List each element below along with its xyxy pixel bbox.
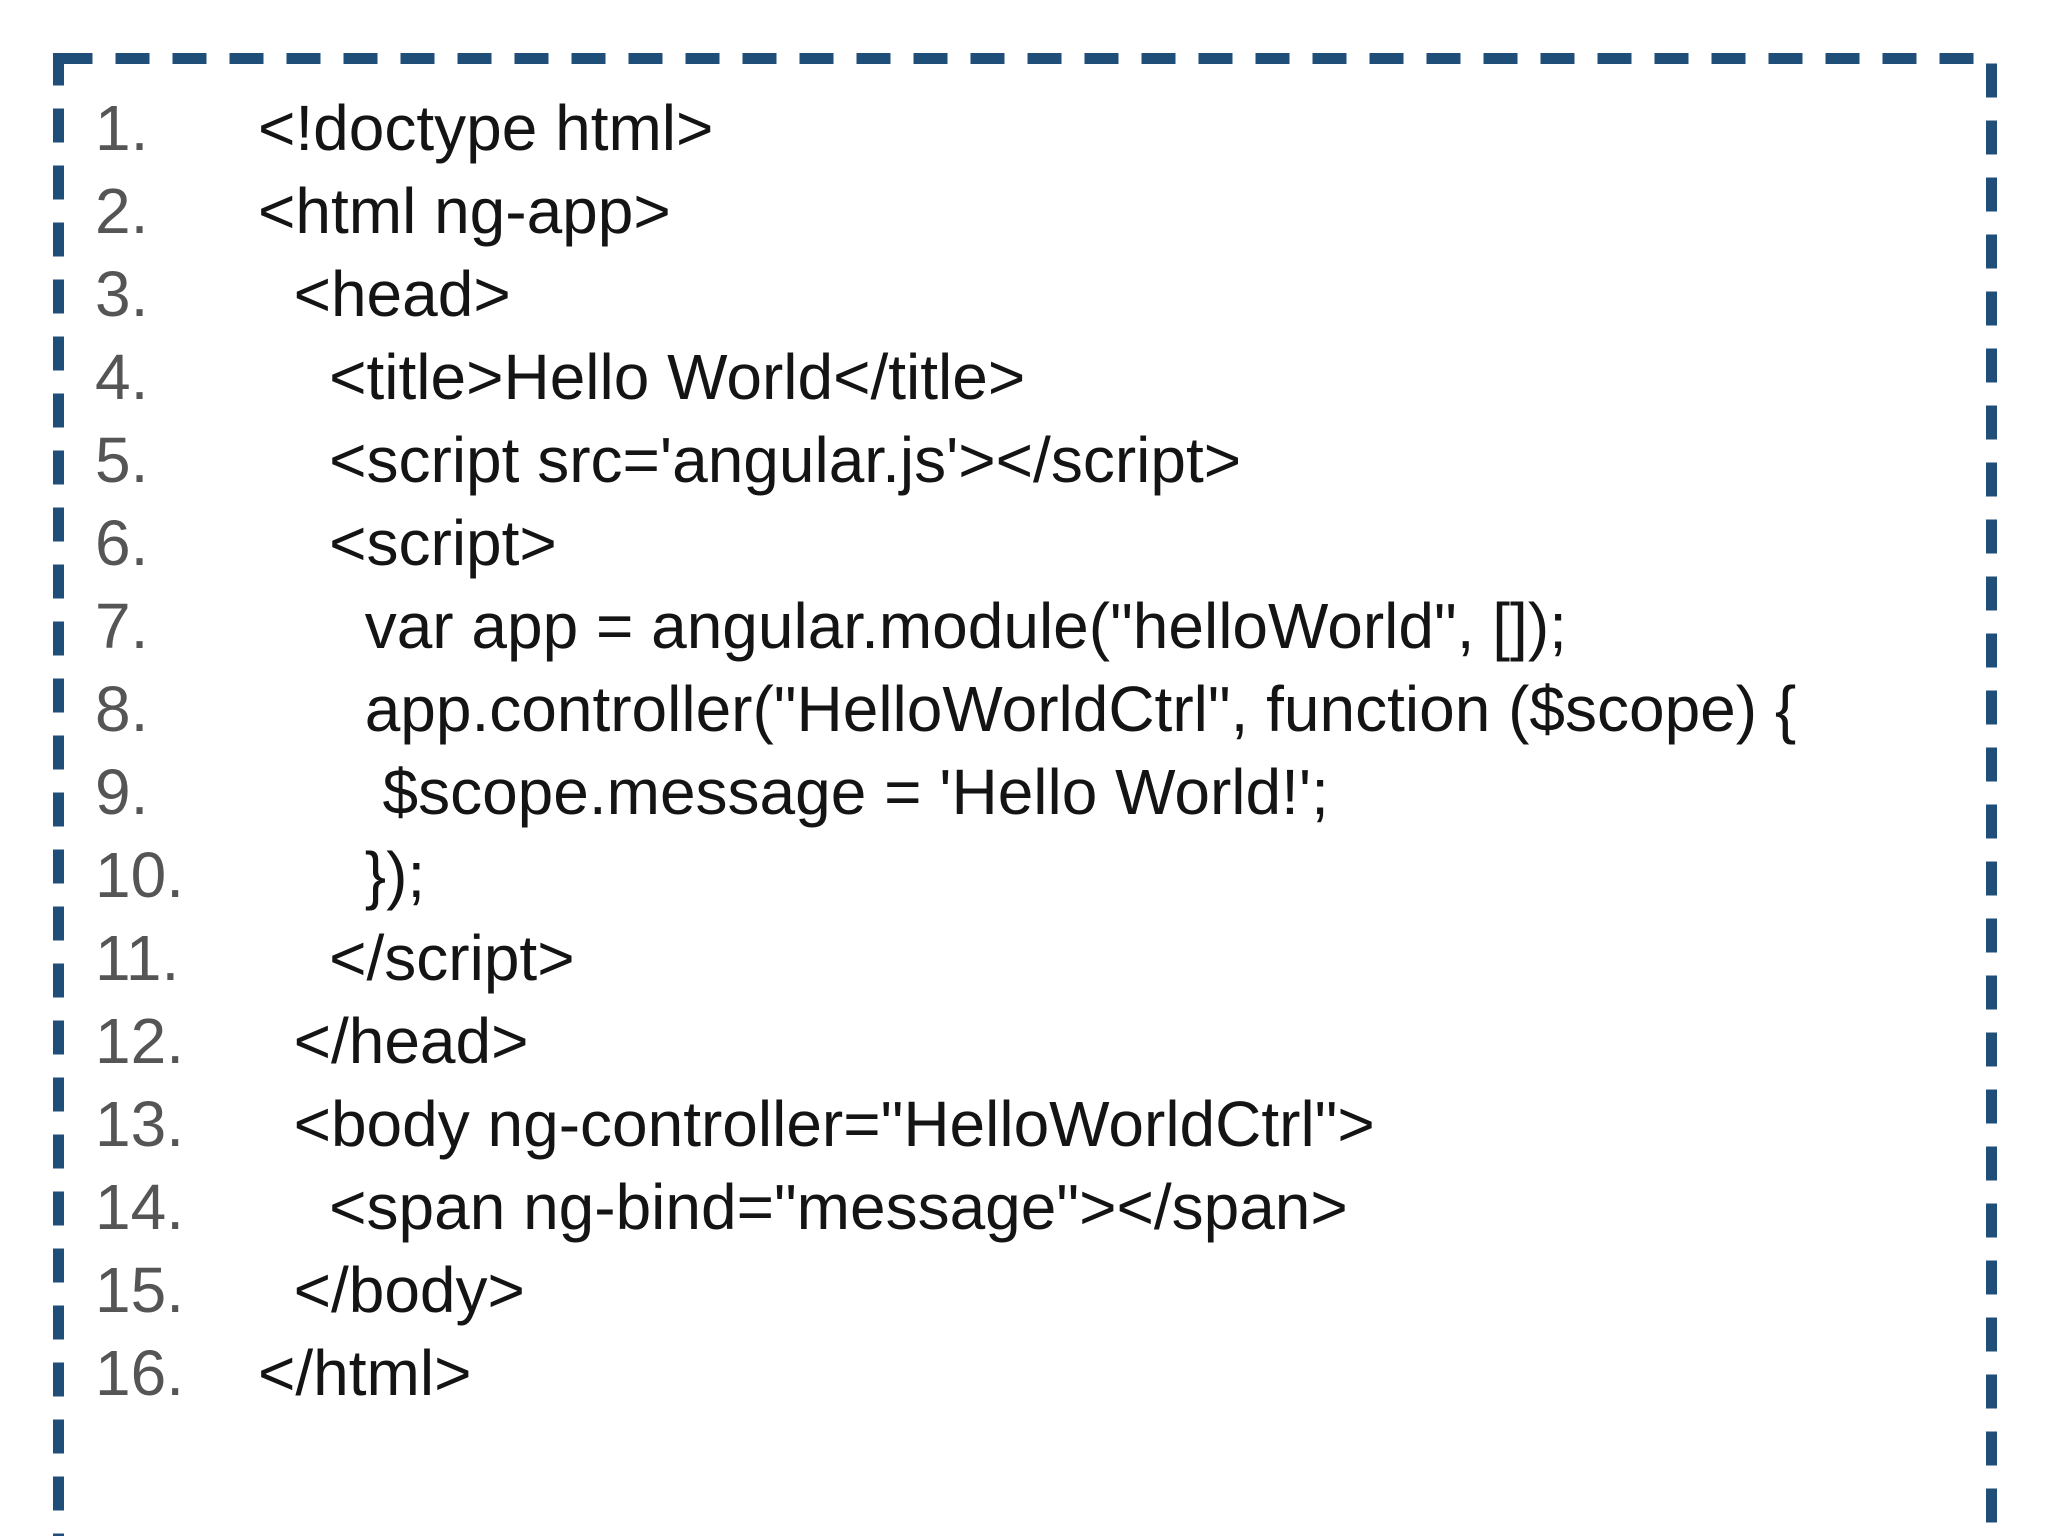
code-text: <script src='angular.js'></script> — [258, 424, 1242, 496]
code-text: </head> — [258, 1005, 529, 1077]
line-number: 11. — [95, 922, 180, 994]
code-line: 15. </body> — [0, 1249, 2048, 1332]
code-text: app.controller("HelloWorldCtrl", functio… — [258, 673, 1797, 745]
line-number: 9. — [95, 756, 149, 828]
code-text: </html> — [258, 1337, 472, 1409]
code-listing: 1. <!doctype html> 2. <html ng-app> 3. <he… — [0, 87, 2048, 1415]
line-number: 4. — [95, 341, 149, 413]
line-number: 3. — [95, 258, 149, 330]
code-line: 3. <head> — [0, 253, 2048, 336]
line-number: 15. — [95, 1254, 184, 1326]
code-text: <head> — [258, 258, 511, 330]
code-text: </script> — [258, 922, 575, 994]
code-line: 14. <span ng-bind="message"></span> — [0, 1166, 2048, 1249]
line-number: 10. — [95, 839, 184, 911]
code-text: <html ng-app> — [258, 175, 671, 247]
code-line: 10. }); — [0, 834, 2048, 917]
line-number: 1. — [95, 92, 149, 164]
code-text: <span ng-bind="message"></span> — [258, 1171, 1348, 1243]
code-text: $scope.message = 'Hello World!'; — [258, 756, 1329, 828]
line-number: 7. — [95, 590, 149, 662]
line-number: 8. — [95, 673, 149, 745]
code-line: 13. <body ng-controller="HelloWorldCtrl"… — [0, 1083, 2048, 1166]
code-text: }); — [258, 839, 426, 911]
line-number: 2. — [95, 175, 149, 247]
code-line: 1. <!doctype html> — [0, 87, 2048, 170]
code-line: 8. app.controller("HelloWorldCtrl", func… — [0, 668, 2048, 751]
line-number: 5. — [95, 424, 149, 496]
code-line: 7. var app = angular.module("helloWorld"… — [0, 585, 2048, 668]
line-number: 14. — [95, 1171, 184, 1243]
line-number: 6. — [95, 507, 149, 579]
code-line: 16. </html> — [0, 1332, 2048, 1415]
code-text: <body ng-controller="HelloWorldCtrl"> — [258, 1088, 1375, 1160]
code-text: <script> — [258, 507, 557, 579]
code-text: var app = angular.module("helloWorld", [… — [258, 590, 1567, 662]
code-text: <title>Hello World</title> — [258, 341, 1026, 413]
code-line: 9. $scope.message = 'Hello World!'; — [0, 751, 2048, 834]
code-line: 11. </script> — [0, 917, 2048, 1000]
code-line: 5. <script src='angular.js'></script> — [0, 419, 2048, 502]
line-number: 13. — [95, 1088, 184, 1160]
code-text: <!doctype html> — [258, 92, 714, 164]
code-line: 2. <html ng-app> — [0, 170, 2048, 253]
code-text: </body> — [258, 1254, 525, 1326]
code-line: 12. </head> — [0, 1000, 2048, 1083]
line-number: 12. — [95, 1005, 184, 1077]
code-line: 4. <title>Hello World</title> — [0, 336, 2048, 419]
line-number: 16. — [95, 1337, 184, 1409]
code-line: 6. <script> — [0, 502, 2048, 585]
